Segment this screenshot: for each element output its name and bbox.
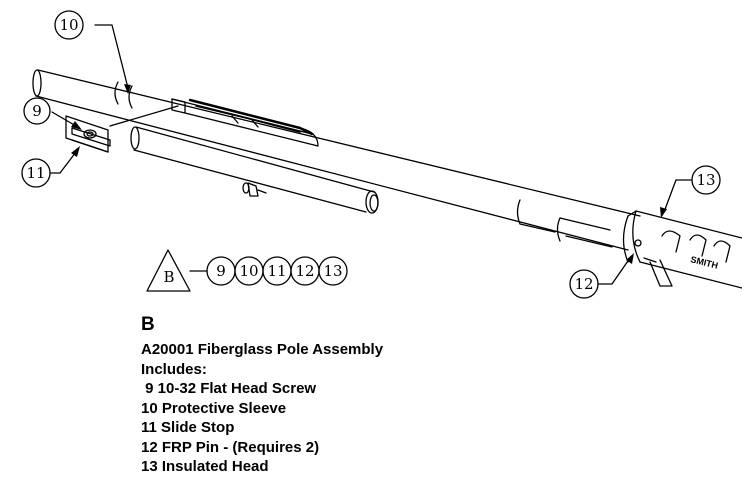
lower-pole-segment (130, 126, 379, 214)
callout-11: 11 (21, 158, 51, 188)
includes-heading: Includes: (141, 360, 207, 378)
legend-circle (318, 256, 348, 286)
part-item: 12 FRP Pin - (Requires 2) (141, 438, 320, 456)
callout-9-label: 9 (32, 102, 42, 120)
part-item: 10 Protective Sleeve (141, 399, 287, 417)
legend-triangle (146, 249, 191, 292)
legend-item-label: 12 (295, 262, 314, 280)
callout-12: 12 (569, 269, 599, 299)
callout-10-label: 10 (59, 16, 78, 34)
callout-13: 13 (691, 165, 721, 195)
fiberglass-pole (32, 69, 641, 251)
part-item: 11 Slide Stop (141, 419, 235, 436)
callout-12-label: 12 (574, 275, 593, 293)
callout-11-label: 11 (26, 164, 45, 182)
slide-stop-part (65, 115, 111, 153)
parts-list-letter: B (141, 314, 155, 335)
legend-item-label: 9 (216, 262, 226, 280)
part-item: 13 Insulated Head (141, 458, 269, 475)
callout-10: 10 (54, 10, 84, 40)
part-item: 9 10-32 Flat Head Screw (141, 380, 317, 397)
leader-lines (49, 24, 692, 285)
legend-group: B 9 10 11 12 13 (146, 249, 348, 292)
legend-item-label: 10 (239, 262, 258, 280)
callout-13-label: 13 (696, 171, 715, 189)
legend-item-label: 11 (267, 262, 286, 280)
callout-9: 9 (23, 97, 51, 125)
head-stamp-text: SMITH (690, 254, 720, 270)
legend-item-label: 13 (323, 262, 342, 280)
slide-bracket (171, 98, 319, 147)
legend-letter: B (163, 268, 174, 286)
assembly-title: A20001 Fiberglass Pole Assembly (141, 341, 384, 358)
insulated-head-part: SMITH (622, 210, 742, 289)
parts-list: B A20001 Fiberglass Pole Assembly Includ… (141, 314, 383, 477)
